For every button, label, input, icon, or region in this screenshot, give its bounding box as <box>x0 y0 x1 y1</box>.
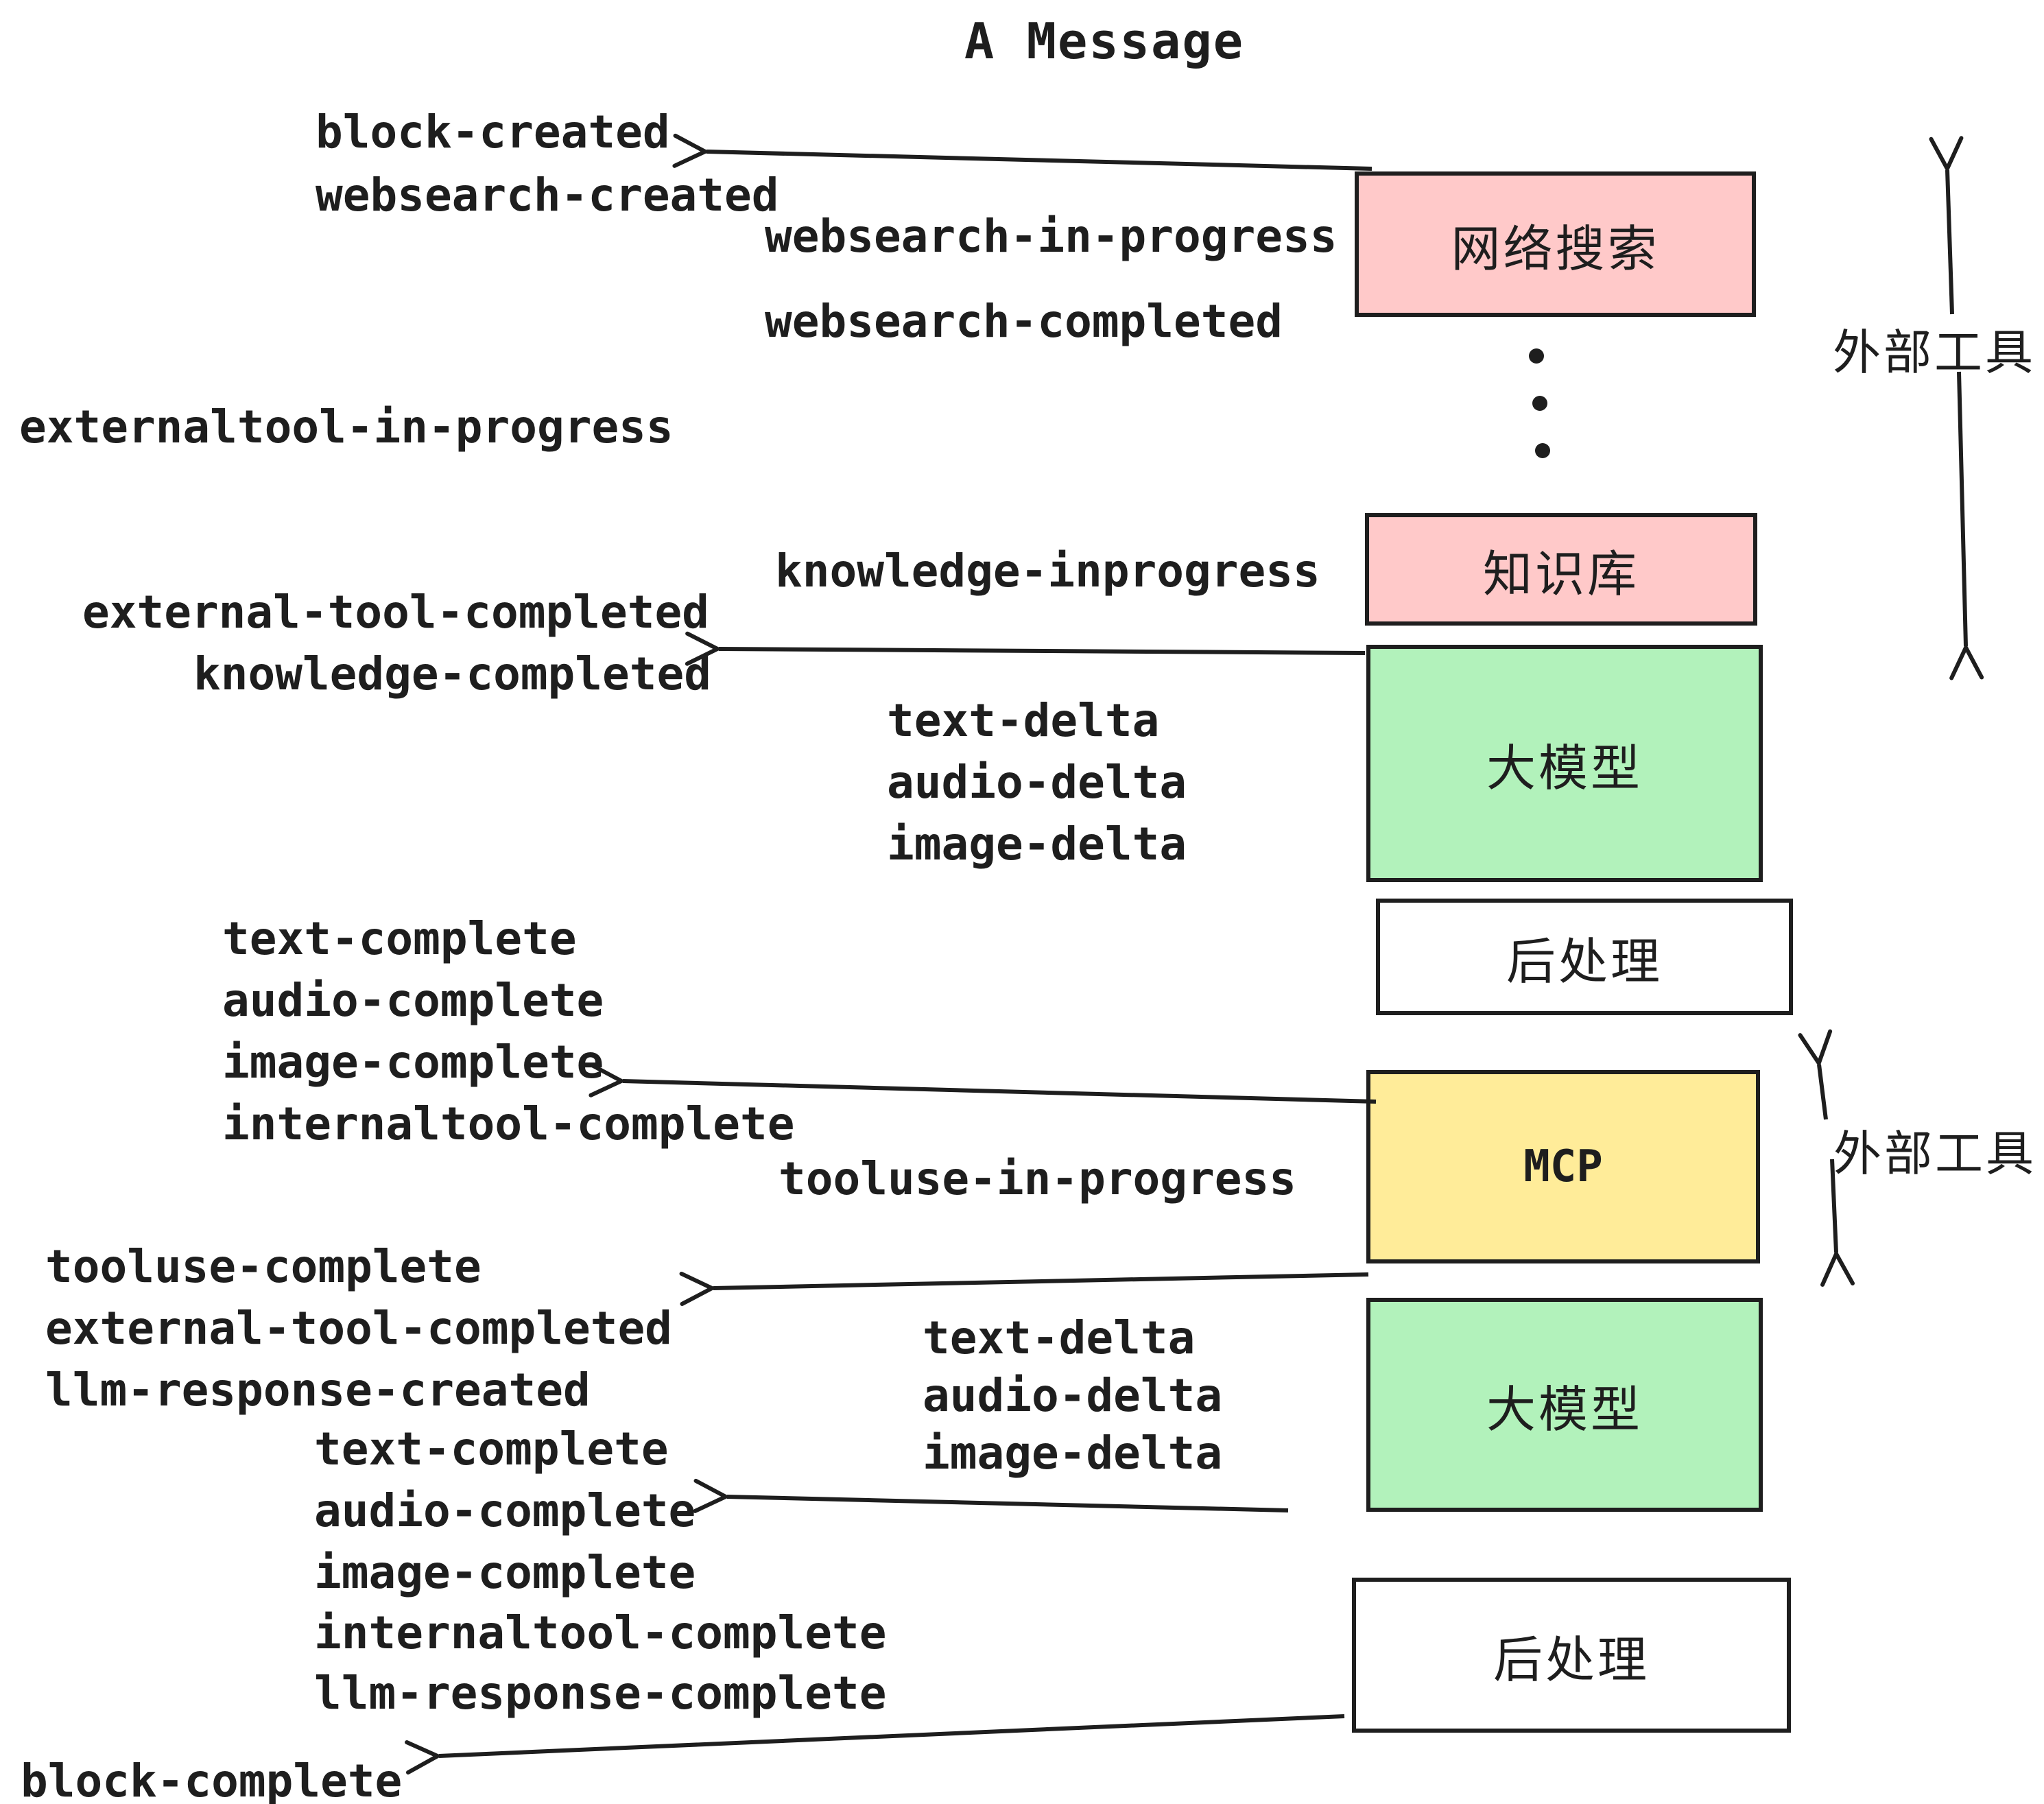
external-tools-bottom-arrow-up <box>1798 1029 1833 1120</box>
external-tools-top-arrow-down <box>1949 371 1984 680</box>
event-text-complete-2: text-complete <box>314 1423 669 1475</box>
event-image-complete-2: image-complete <box>314 1546 696 1599</box>
external-tools-top-arrow-up <box>1929 136 1964 315</box>
box-mcp: MCP <box>1366 1070 1760 1263</box>
event-block-complete: block-complete <box>21 1755 403 1804</box>
event-image-delta-2: image-delta <box>923 1427 1223 1480</box>
arrow-to-block-complete <box>405 1714 1345 1775</box>
box-postprocess-2: 后处理 <box>1352 1578 1791 1733</box>
event-text-delta-1: text-delta <box>887 694 1160 747</box>
event-external-tool-completed: external-tool-completed <box>82 586 709 639</box>
event-websearch-completed: websearch-completed <box>765 295 1283 348</box>
event-audio-delta-2: audio-delta <box>923 1369 1223 1422</box>
arrow-to-image-complete <box>589 1063 1377 1104</box>
external-tools-bottom-arrow-down <box>1820 1159 1855 1287</box>
vertical-ellipsis-icon <box>1529 348 1550 458</box>
box-llm-1: 大模型 <box>1366 645 1763 882</box>
event-websearch-created: websearch-created <box>316 169 779 222</box>
event-tooluse-complete: tooluse-complete <box>45 1240 482 1293</box>
event-tooluse-in-progress: tooluse-in-progress <box>779 1152 1296 1205</box>
event-internaltool-complete-2: internaltool-complete <box>314 1606 887 1659</box>
event-llm-response-created: llm-response-created <box>45 1364 591 1416</box>
box-knowledge: 知识库 <box>1365 513 1757 626</box>
event-audio-complete-2: audio-complete <box>314 1484 696 1537</box>
box-llm-2: 大模型 <box>1366 1298 1763 1512</box>
label-external-tools-top: 外部工具 <box>1833 326 2036 379</box>
box-postprocess-1: 后处理 <box>1376 899 1793 1015</box>
event-audio-complete-1: audio-complete <box>222 974 604 1027</box>
event-external-tool-completed-2: external-tool-completed <box>45 1302 672 1355</box>
event-image-complete-1: image-complete <box>222 1036 604 1089</box>
event-block-created: block-created <box>316 106 670 158</box>
event-audio-delta-1: audio-delta <box>887 756 1187 809</box>
event-text-complete-1: text-complete <box>222 912 577 965</box>
event-knowledge-inprogress: knowledge-inprogress <box>775 545 1320 597</box>
event-internaltool-complete-1: internaltool-complete <box>222 1097 795 1150</box>
event-image-delta-1: image-delta <box>887 818 1187 870</box>
event-externaltool-in-progress: externaltool-in-progress <box>19 401 674 453</box>
event-websearch-in-progress: websearch-in-progress <box>765 210 1338 263</box>
arrow-to-audio-complete <box>693 1478 1289 1513</box>
box-websearch: 网络搜索 <box>1355 171 1756 317</box>
label-external-tools-bottom: 外部工具 <box>1833 1127 2036 1180</box>
arrow-to-knowledge-completed <box>685 631 1366 666</box>
arrow-to-block-created <box>672 133 1372 171</box>
event-knowledge-completed: knowledge-completed <box>193 648 711 700</box>
diagram-title: A Message <box>964 12 1245 70</box>
event-llm-response-complete: llm-response-complete <box>314 1667 887 1720</box>
arrow-to-tooluse-complete <box>679 1271 1369 1306</box>
event-text-delta-2: text-delta <box>923 1312 1196 1364</box>
